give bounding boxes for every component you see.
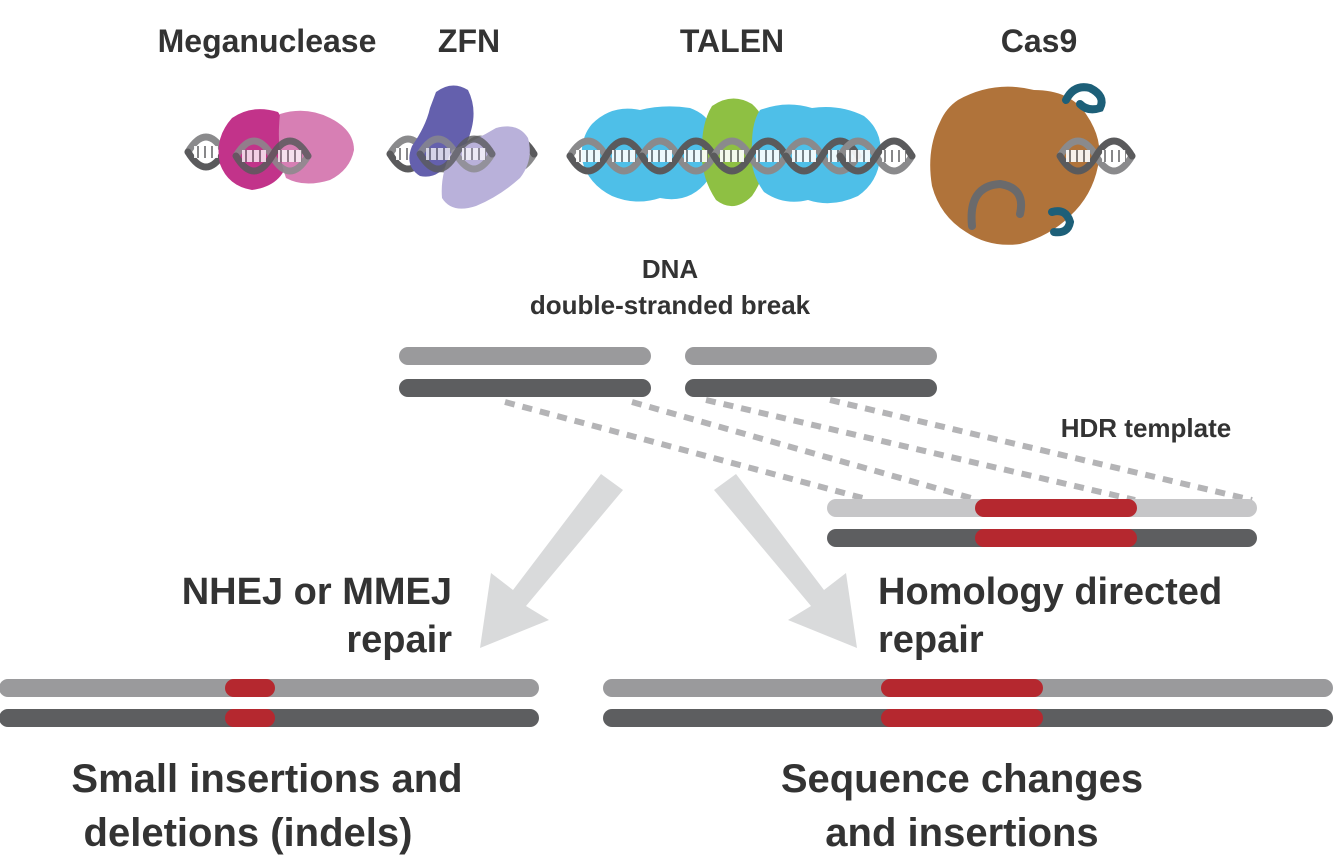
homology-line-3 [705, 397, 1136, 503]
cas9-guide-rna-top [1062, 83, 1106, 114]
hdr-result-dna [603, 679, 1333, 727]
nhej-outcome-label-line1: Small insertions and [71, 757, 462, 801]
nhej-pathway-label-line2: repair [346, 619, 452, 661]
cas9-guide-rna-bottom [1048, 207, 1075, 237]
cas9-illustration [930, 83, 1132, 245]
hdr-outcome-label-line2: and insertions [825, 811, 1098, 855]
nhej-arrow [480, 474, 623, 648]
talen-label: TALEN [680, 23, 784, 59]
hdr-template-label: HDR template [1061, 413, 1231, 443]
meganuclease-illustration [188, 109, 354, 190]
broken-dna [399, 347, 937, 397]
dna-break-label-line1: DNA [642, 254, 699, 284]
homology-line-1 [504, 399, 871, 503]
zfn-illustration [390, 85, 534, 209]
homology-dashed-lines [504, 397, 1253, 503]
hdr-pathway-label-line2: repair [878, 619, 984, 661]
hdr-pathway-label-line1: Homology directed [878, 571, 1222, 613]
dna-break-label-line2: double-stranded break [530, 290, 811, 320]
meganuclease-subunit-a [218, 109, 289, 190]
nhej-outcome-label-line2: deletions (indels) [84, 811, 413, 855]
nhej-pathway-label-line1: NHEJ or MMEJ [182, 571, 452, 613]
homology-line-2 [631, 399, 979, 503]
nhej-result-dna [0, 679, 539, 727]
hdr-arrow [714, 474, 857, 648]
hdr-template [827, 499, 1257, 547]
cas9-dna-strand [967, 179, 1025, 230]
homology-line-4 [829, 397, 1253, 503]
zfn-label: ZFN [438, 23, 500, 59]
cas9-label: Cas9 [1001, 23, 1078, 59]
talen-illustration [570, 98, 912, 207]
cas9-protein [930, 86, 1100, 245]
meganuclease-label: Meganuclease [158, 23, 377, 59]
hdr-outcome-label-line1: Sequence changes [781, 757, 1143, 801]
